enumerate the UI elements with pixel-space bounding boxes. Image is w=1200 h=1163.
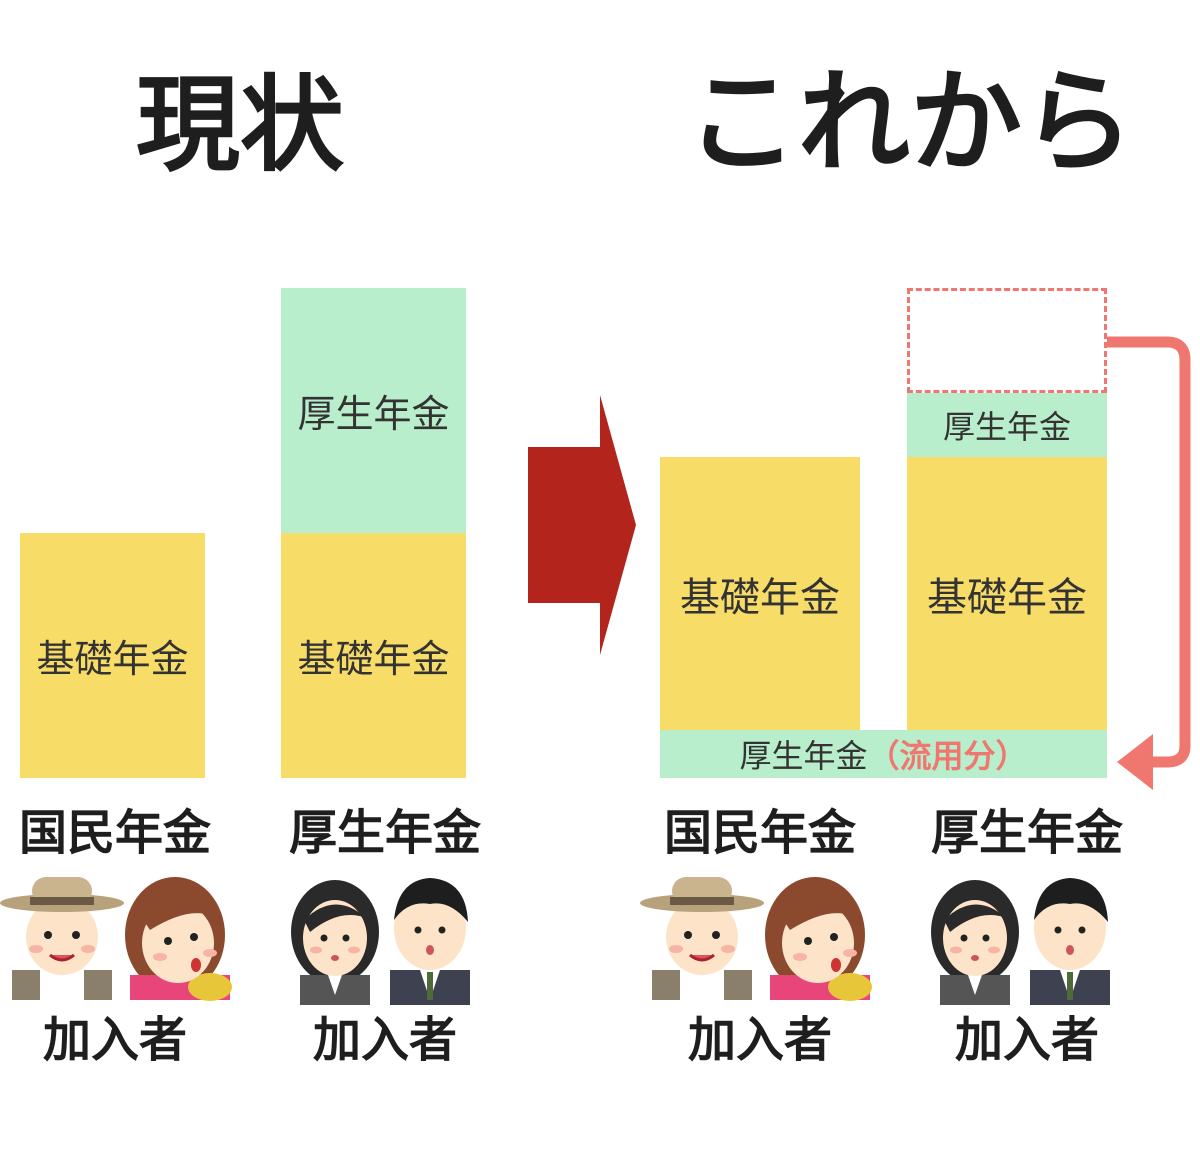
farmer-man-icon <box>640 877 764 1000</box>
current-title: 現状 <box>135 64 344 186</box>
office-woman-icon <box>291 880 379 1005</box>
kokumin-kiso-block: 基礎年金 <box>20 533 205 778</box>
kiso-label: 基礎年金 <box>36 637 189 681</box>
future-kokumin-people-icon <box>640 877 872 1001</box>
farmer-man-icon <box>0 877 124 1000</box>
kokumin-group-label: 国民年金 <box>18 805 211 861</box>
diverted-note: （流用分） <box>867 737 1028 775</box>
kokumin-members-label: 加入者 <box>42 1012 187 1068</box>
woman-icon <box>125 877 232 1001</box>
kosei-kiso-block: 基礎年金 <box>281 533 466 778</box>
future-kokumin-members-label: 加入者 <box>687 1012 832 1068</box>
right-arrow-icon <box>528 395 636 655</box>
kosei-label: 厚生年金 <box>297 392 450 436</box>
kosei-members-label: 加入者 <box>312 1012 457 1068</box>
office-man-icon <box>1030 878 1110 1005</box>
kosei-group-label: 厚生年金 <box>288 805 481 861</box>
future-kosei-kosei-block: 厚生年金 <box>907 393 1107 457</box>
kiso-label: 基礎年金 <box>297 637 450 681</box>
kokumin-people-icon <box>0 877 232 1001</box>
future-kosei-kiso-block: 基礎年金 <box>907 457 1107 730</box>
kosei-kosei-block: 厚生年金 <box>281 288 466 533</box>
kiso-label: 基礎年金 <box>927 574 1087 621</box>
woman-icon <box>765 877 872 1001</box>
office-man-icon <box>390 878 470 1005</box>
future-kokumin-kiso-block: 基礎年金 <box>660 457 860 730</box>
diverted-kosei-label: 厚生年金 <box>739 737 868 775</box>
future-kosei-group-label: 厚生年金 <box>930 805 1123 861</box>
removed-portion-dashed-box <box>907 288 1107 393</box>
kiso-label: 基礎年金 <box>680 574 840 621</box>
future-kosei-people-icon <box>931 878 1110 1005</box>
future-kokumin-group-label: 国民年金 <box>663 805 856 861</box>
office-woman-icon <box>931 880 1019 1005</box>
diverted-kosei-strip: 厚生年金（流用分） <box>660 730 1107 778</box>
elbow-arrow-icon <box>1107 336 1191 790</box>
kosei-people-icon <box>291 878 470 1005</box>
future-title: これから <box>686 58 1134 188</box>
kosei-label: 厚生年金 <box>942 408 1071 446</box>
future-kosei-members-label: 加入者 <box>954 1012 1099 1068</box>
